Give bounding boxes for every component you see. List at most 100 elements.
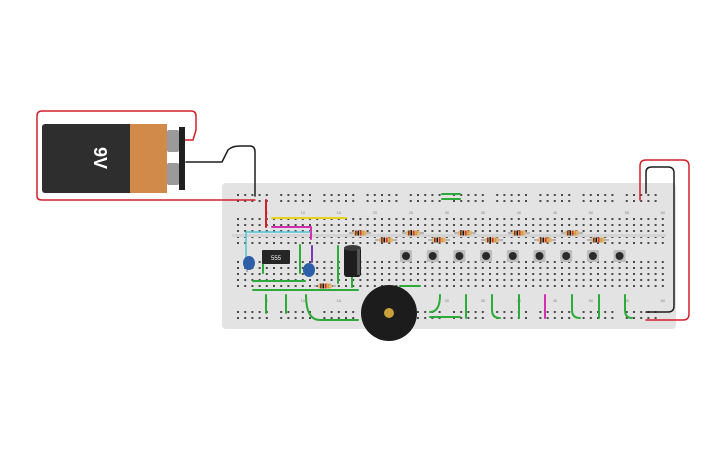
resistor-11[interactable] [314, 283, 336, 289]
ceramic-capacitor-1[interactable] [243, 256, 255, 272]
hole [424, 317, 427, 319]
wires[interactable] [36, 110, 690, 321]
hole [323, 317, 326, 319]
breadboard[interactable]: 5510101515202025253030353540404545505055… [222, 183, 676, 329]
hole [539, 317, 542, 319]
push-button-6[interactable] [533, 250, 546, 262]
hole [661, 285, 664, 287]
hole [287, 311, 290, 313]
hole [381, 279, 383, 281]
hole [409, 242, 412, 244]
hole [496, 230, 499, 232]
hole [546, 200, 549, 202]
hole [431, 200, 434, 202]
ceramic-capacitor-2[interactable] [303, 263, 315, 277]
resistor-8[interactable] [534, 237, 556, 243]
resistor-band [439, 237, 441, 243]
resistor-4[interactable] [428, 237, 450, 243]
hole [330, 267, 333, 269]
push-button-cap [615, 252, 624, 260]
hole [546, 311, 549, 313]
hole [611, 285, 614, 287]
hole [633, 273, 635, 275]
hole [496, 194, 499, 196]
hole [604, 200, 607, 202]
hole [438, 218, 441, 220]
battery-terminal-positive[interactable] [167, 130, 179, 152]
push-button-8[interactable] [586, 250, 599, 262]
hole [654, 200, 657, 202]
push-button-1[interactable] [400, 250, 412, 262]
resistor-1[interactable] [349, 230, 371, 236]
hole [532, 261, 535, 263]
electrolytic-capacitor[interactable] [344, 245, 361, 277]
resistor-2[interactable] [375, 237, 397, 243]
wire-green-12[interactable] [429, 294, 441, 313]
hole [345, 224, 347, 226]
hole [273, 285, 275, 287]
push-buttons[interactable] [400, 250, 626, 262]
hole [568, 317, 571, 319]
hole [316, 230, 319, 232]
push-button-9[interactable] [613, 250, 626, 262]
hole [258, 285, 261, 287]
push-button-2[interactable] [426, 250, 439, 262]
wire-green-7[interactable] [305, 294, 359, 321]
resistor-5[interactable] [454, 230, 476, 236]
resistor-3[interactable] [402, 230, 424, 236]
hole [539, 279, 542, 281]
wire-magenta-1[interactable] [271, 226, 312, 240]
hole [359, 224, 362, 226]
hole [647, 230, 650, 232]
hole [445, 230, 448, 232]
column-number: 45 [553, 298, 558, 303]
hole [395, 194, 398, 196]
column-number: 25 [409, 210, 414, 215]
hole [510, 285, 513, 287]
hole [316, 273, 319, 275]
wire-black-battery[interactable] [185, 145, 256, 197]
resistor-9[interactable] [561, 230, 583, 236]
resistor-band [514, 230, 516, 236]
push-button-3[interactable] [453, 250, 466, 262]
push-button-7[interactable] [560, 250, 573, 262]
push-button-4[interactable] [480, 250, 493, 262]
hole [481, 317, 484, 319]
hole [489, 218, 491, 220]
hole [517, 224, 520, 226]
breadboard-body[interactable] [222, 183, 676, 329]
battery-9v[interactable]: 9V [42, 124, 185, 193]
push-button-5[interactable] [506, 250, 519, 262]
battery-terminal-negative[interactable] [167, 163, 179, 185]
hole [237, 200, 239, 202]
wire-green-14[interactable] [491, 294, 501, 319]
hole [237, 230, 239, 232]
hole [589, 224, 592, 226]
hole [525, 285, 527, 287]
hole [417, 218, 419, 220]
hole [294, 200, 297, 202]
wire-red-battery[interactable] [36, 110, 256, 201]
resistor-7[interactable] [508, 230, 530, 236]
hole [424, 242, 427, 244]
column-number: 10 [301, 210, 306, 215]
wire-green-16[interactable] [571, 294, 581, 319]
hole [654, 279, 657, 281]
hole [265, 230, 268, 232]
resistor-10[interactable] [587, 237, 609, 243]
wire-black-right[interactable] [645, 166, 675, 313]
resistors[interactable] [314, 230, 609, 289]
hole [395, 242, 398, 244]
piezo-buzzer[interactable] [361, 285, 417, 341]
hole [294, 317, 297, 319]
wire-red-right[interactable] [639, 159, 690, 321]
ic-body[interactable] [262, 250, 290, 264]
hole [438, 194, 441, 196]
hole [337, 242, 340, 244]
hole [625, 267, 628, 269]
hole [640, 224, 643, 226]
wire-green-18[interactable] [624, 294, 633, 319]
ic-555[interactable]: 555 [262, 250, 290, 264]
resistor-6[interactable] [481, 237, 503, 243]
